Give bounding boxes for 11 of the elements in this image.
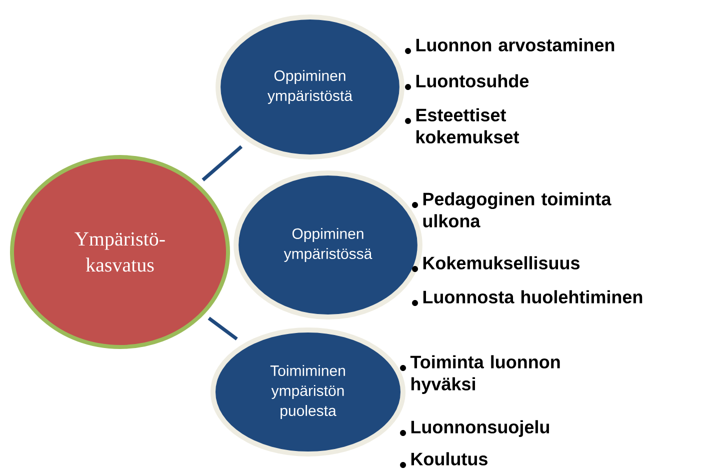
bullet-item: Luonnonsuojelu [411,420,550,437]
bullet-item: Luonnon arvostaminen [416,38,614,52]
connector-line [208,316,238,340]
bullet-item: Luontosuhde [416,74,529,88]
bullet-item: Esteettiset kokemukset [416,108,520,144]
bullet-item: Pedagoginen toiminta ulkona [423,192,612,228]
bullet-item: Luonnosta huolehtiminen [423,290,642,304]
bullet-item: Toiminta luonnon hyväksi [410,355,560,394]
connector-line [202,145,243,182]
bullet-item: Koulutus [411,452,488,466]
bullet-item: Kokemuksellisuus [423,256,580,270]
